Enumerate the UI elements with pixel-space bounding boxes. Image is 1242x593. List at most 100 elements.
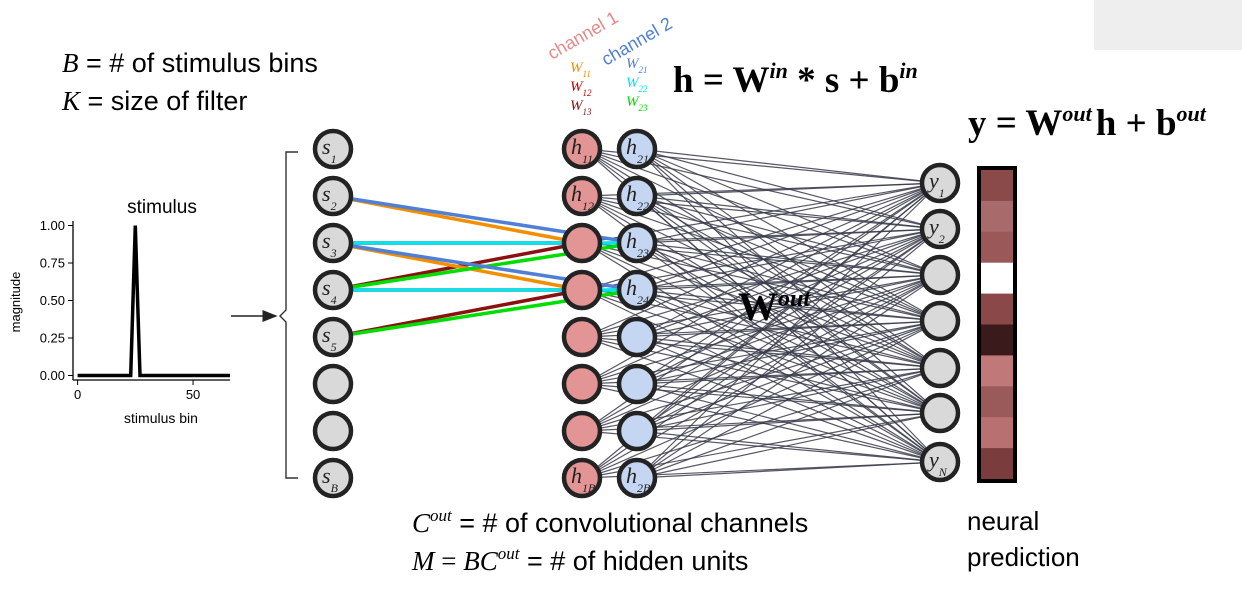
input-node: sB bbox=[312, 457, 354, 499]
hidden-node-ch1-circle bbox=[561, 457, 603, 499]
weight-label-ch1: W12 bbox=[570, 79, 592, 98]
hidden-node-ch2-circle bbox=[616, 316, 658, 358]
output-node bbox=[919, 347, 961, 389]
hidden-node-ch2: h24 bbox=[616, 269, 658, 311]
prediction-cell bbox=[981, 231, 1013, 264]
hidden-node-ch1-circle bbox=[561, 175, 603, 217]
prediction-cell bbox=[981, 170, 1013, 202]
prediction-cell bbox=[981, 417, 1013, 449]
hidden-node-ch2 bbox=[616, 363, 658, 405]
hidden-node-ch2-circle bbox=[616, 269, 658, 311]
prediction-cell bbox=[981, 200, 1013, 233]
input-node-circle bbox=[312, 128, 354, 170]
output-node bbox=[919, 254, 961, 296]
output-node: yN bbox=[919, 441, 961, 483]
prediction-cell bbox=[981, 324, 1013, 356]
dense-edge bbox=[636, 182, 941, 479]
output-node: y2 bbox=[919, 208, 961, 250]
input-node: s3 bbox=[312, 222, 354, 264]
dense-edge bbox=[583, 182, 941, 338]
output-node-circle bbox=[919, 300, 961, 342]
dense-edge bbox=[636, 336, 941, 414]
output-node-circle bbox=[919, 392, 961, 434]
weight-label-ch2: W22 bbox=[626, 75, 648, 94]
dense-edge bbox=[636, 412, 941, 479]
output-node: y1 bbox=[919, 162, 961, 204]
wout-label: Wout bbox=[738, 284, 811, 329]
hidden-node-ch2 bbox=[616, 316, 658, 358]
output-node-circle bbox=[919, 208, 961, 250]
output-node-circle bbox=[919, 441, 961, 483]
weight-label-ch2: W23 bbox=[626, 94, 648, 113]
prediction-cell bbox=[981, 386, 1013, 418]
hidden-node-ch1-circle bbox=[561, 222, 603, 264]
note-cout: Cout = # of convolutional channels bbox=[412, 506, 808, 538]
dense-edge bbox=[583, 320, 941, 479]
hidden-node-ch2-circle bbox=[616, 128, 658, 170]
x-tick-label: 50 bbox=[186, 387, 200, 402]
weight-label-ch2: W21 bbox=[626, 56, 648, 75]
hidden-node-ch1 bbox=[561, 363, 603, 405]
y-tick-label: 0.50 bbox=[40, 293, 65, 308]
dense-edge bbox=[583, 289, 941, 414]
input-node-circle bbox=[312, 410, 354, 452]
dense-edge bbox=[636, 148, 941, 184]
input-node: s5 bbox=[312, 316, 354, 358]
corner-placeholder-box bbox=[1094, 0, 1242, 50]
neural-prediction-label-2: prediction bbox=[967, 542, 1080, 572]
dense-edge bbox=[636, 367, 941, 479]
output-node-circle bbox=[919, 254, 961, 296]
hidden-node-ch2: h2B bbox=[616, 457, 658, 499]
input-node-circle bbox=[312, 222, 354, 264]
dense-edge bbox=[636, 182, 941, 432]
input-node bbox=[312, 410, 354, 452]
y-tick-label: 0.25 bbox=[40, 331, 65, 346]
conv-connections bbox=[332, 194, 638, 339]
stimulus-plot-xlabel: stimulus bin bbox=[124, 410, 198, 426]
prediction-cell bbox=[981, 293, 1013, 325]
dense-edge bbox=[636, 182, 941, 385]
input-node: s4 bbox=[312, 269, 354, 311]
input-node-circle bbox=[312, 457, 354, 499]
input-node-circle bbox=[312, 175, 354, 217]
definition-b: B = # of stimulus bins bbox=[62, 48, 318, 78]
y-tick-label: 1.00 bbox=[40, 218, 65, 233]
y-tick-label: 0.75 bbox=[40, 256, 65, 271]
dense-edge bbox=[636, 320, 941, 479]
stimulus-line bbox=[77, 225, 230, 378]
input-node-circle bbox=[312, 363, 354, 405]
hidden-node-ch1 bbox=[561, 410, 603, 452]
dense-edge bbox=[636, 242, 941, 414]
input-node-circle bbox=[312, 316, 354, 358]
hidden-node-ch1-circle bbox=[561, 316, 603, 358]
output-node-circle bbox=[919, 162, 961, 204]
note-m: M = BCout = # of hidden units bbox=[411, 544, 748, 576]
stimulus-plot-ylabel: magnitude bbox=[8, 272, 23, 333]
prediction-cell bbox=[981, 448, 1013, 480]
dense-edge bbox=[636, 148, 941, 414]
hidden-node-ch1 bbox=[561, 269, 603, 311]
hidden-node-ch1 bbox=[561, 222, 603, 264]
hidden-node-ch2-circle bbox=[616, 222, 658, 264]
prediction-strip-border bbox=[977, 166, 1017, 483]
hidden-node-ch1-circle bbox=[561, 128, 603, 170]
dense-edge bbox=[636, 195, 941, 414]
prediction-cell bbox=[981, 262, 1013, 295]
hidden-node-ch2: h23 bbox=[616, 222, 658, 264]
network-nodes: s1s2s3s4s5sBh11h12h1Bh21h22h23h24h2By1y2… bbox=[312, 128, 961, 499]
hidden-node-ch1 bbox=[561, 316, 603, 358]
output-node-circle bbox=[919, 347, 961, 389]
hidden-node-ch1: h12 bbox=[561, 175, 603, 217]
y-tick-label: 0.00 bbox=[40, 368, 65, 383]
weight-label-ch1: W11 bbox=[570, 60, 591, 79]
hidden-node-ch2: h22 bbox=[616, 175, 658, 217]
hidden-node-ch2-circle bbox=[616, 363, 658, 405]
hidden-equation: h = Win * s + bin bbox=[673, 58, 918, 101]
weight-label-ch1: W13 bbox=[570, 98, 592, 117]
dense-edge bbox=[636, 182, 941, 291]
hidden-node-ch2-circle bbox=[616, 175, 658, 217]
stimulus-plot-title: stimulus bbox=[127, 197, 197, 218]
